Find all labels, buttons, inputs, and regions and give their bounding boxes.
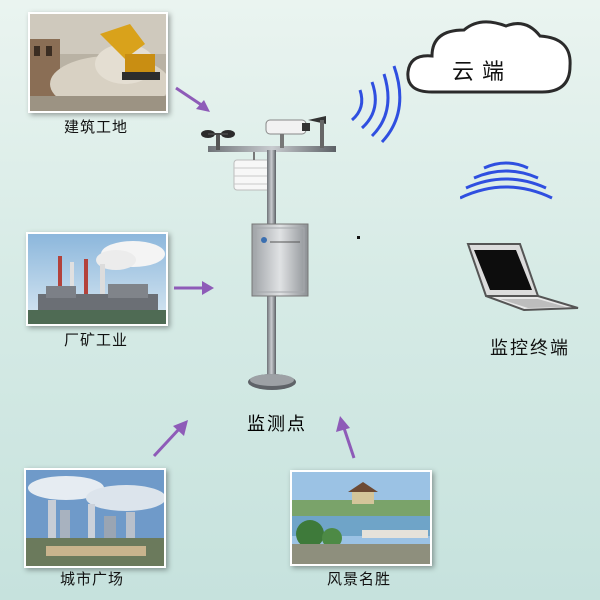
arrow-city-to-station xyxy=(152,420,188,458)
terminal-label: 监控终端 xyxy=(490,338,570,359)
scenic-spot-caption: 风景名胜 xyxy=(326,570,391,588)
arrow-industrial-to-station xyxy=(174,281,214,295)
wind-vane xyxy=(308,116,326,148)
anemometer xyxy=(201,130,235,150)
station-signal-waves xyxy=(350,65,402,144)
scenic-spot-image xyxy=(290,470,432,566)
camera xyxy=(265,119,310,148)
marker-dot xyxy=(357,236,360,239)
cloud-icon xyxy=(406,20,572,94)
construction-site-caption: 建筑工地 xyxy=(63,118,128,136)
construction-site-image xyxy=(28,12,168,113)
equipment-box xyxy=(251,223,309,297)
arrow-construction-to-station xyxy=(175,86,210,112)
laptop-icon xyxy=(466,243,579,312)
industrial-plant-caption: 厂矿工业 xyxy=(63,331,128,349)
cloud-label: 云端 xyxy=(451,60,512,85)
station-label: 监测点 xyxy=(247,414,307,435)
arrow-scenic-to-station xyxy=(336,416,356,459)
terminal-signal-waves xyxy=(460,161,553,200)
city-square-caption: 城市广场 xyxy=(59,570,124,588)
monitoring-station xyxy=(201,116,336,390)
industrial-plant-image xyxy=(26,232,168,326)
city-square-image xyxy=(24,468,166,568)
